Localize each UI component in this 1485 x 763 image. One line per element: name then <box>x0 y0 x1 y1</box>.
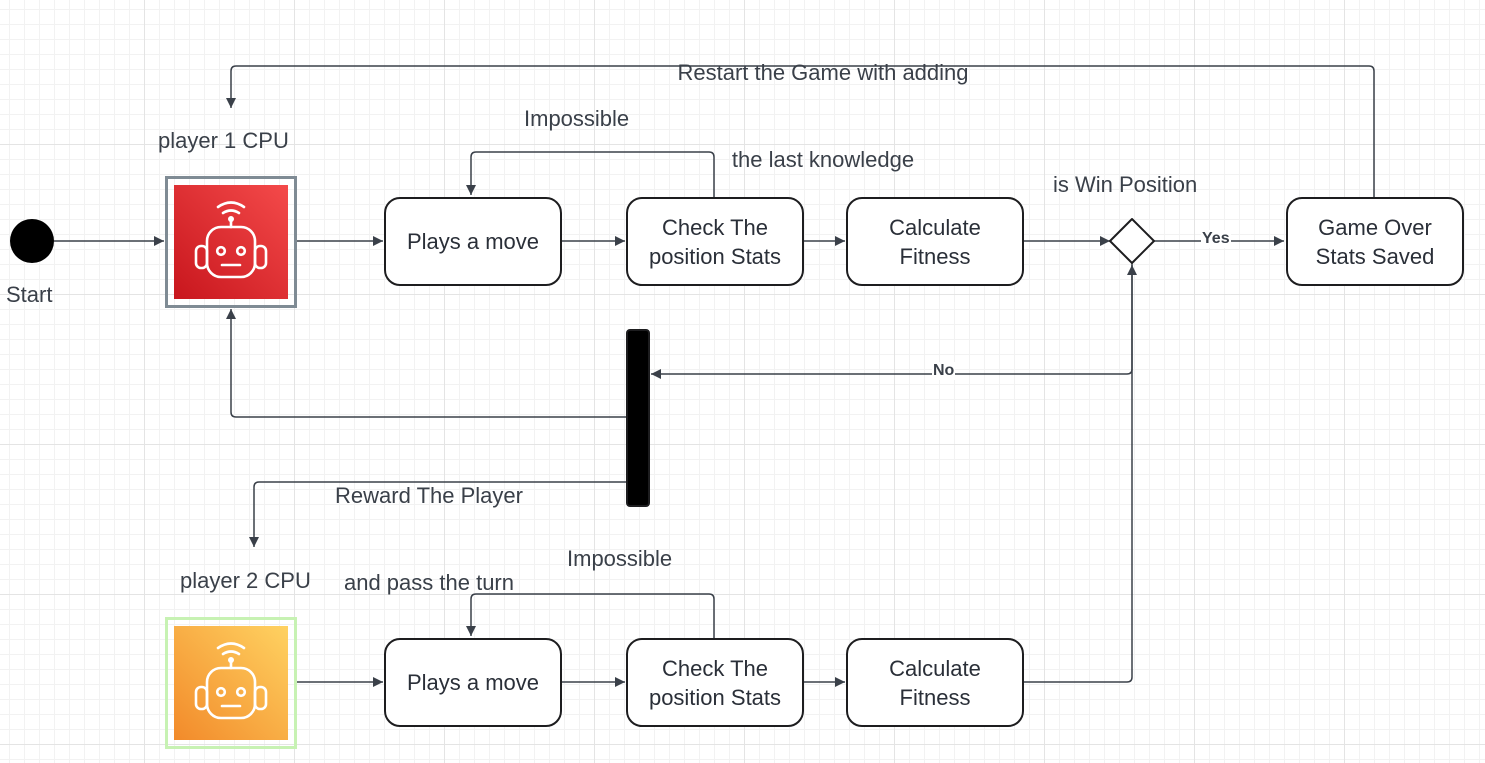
player1-check-position: Check The position Stats <box>626 197 804 286</box>
robot-icon <box>174 185 288 299</box>
robot-icon <box>174 626 288 740</box>
game-over-box: Game Over Stats Saved <box>1286 197 1464 286</box>
restart-note: Restart the Game with adding the last kn… <box>623 0 1023 203</box>
edge-restart-loop <box>226 65 1375 197</box>
player1-robot <box>165 176 297 308</box>
reward-note: Reward The Player and pass the turn <box>309 423 549 626</box>
player1-title: player 1 CPU <box>158 128 289 153</box>
player2-plays-move: Plays a move <box>384 638 562 727</box>
player1-calculate-fitness: Calculate Fitness <box>846 197 1024 286</box>
player2-robot-tile <box>174 626 288 740</box>
player2-title: player 2 CPU <box>180 568 311 593</box>
reward-note-line1: Reward The Player <box>335 483 523 508</box>
decision-label: is Win Position <box>1053 172 1198 197</box>
player1-robot-tile <box>174 185 288 299</box>
reward-note-line2: and pass the turn <box>343 570 514 595</box>
player2-robot <box>165 617 297 749</box>
fork-bar <box>626 329 650 507</box>
player1-impossible-label: Impossible <box>524 106 630 131</box>
restart-note-line2: the last knowledge <box>731 147 915 172</box>
yes-label: Yes <box>1201 230 1231 248</box>
edge-p2-fitness-to-decision <box>1023 265 1137 683</box>
player2-impossible-label: Impossible <box>567 546 673 571</box>
player2-check-position: Check The position Stats <box>626 638 804 727</box>
no-label: No <box>932 362 956 380</box>
player1-plays-move: Plays a move <box>384 197 562 286</box>
restart-note-line1: Restart the Game with adding <box>677 60 969 85</box>
edge-p2-impossible-loop <box>466 593 715 638</box>
edge-p1-impossible-loop <box>466 151 715 197</box>
start-node <box>10 219 54 263</box>
player2-calculate-fitness: Calculate Fitness <box>846 638 1024 727</box>
edge-fork-to-player2 <box>249 481 627 547</box>
start-label: Start <box>6 282 53 307</box>
decision-diamond <box>1109 218 1155 264</box>
edge-fork-to-player1 <box>226 309 627 418</box>
